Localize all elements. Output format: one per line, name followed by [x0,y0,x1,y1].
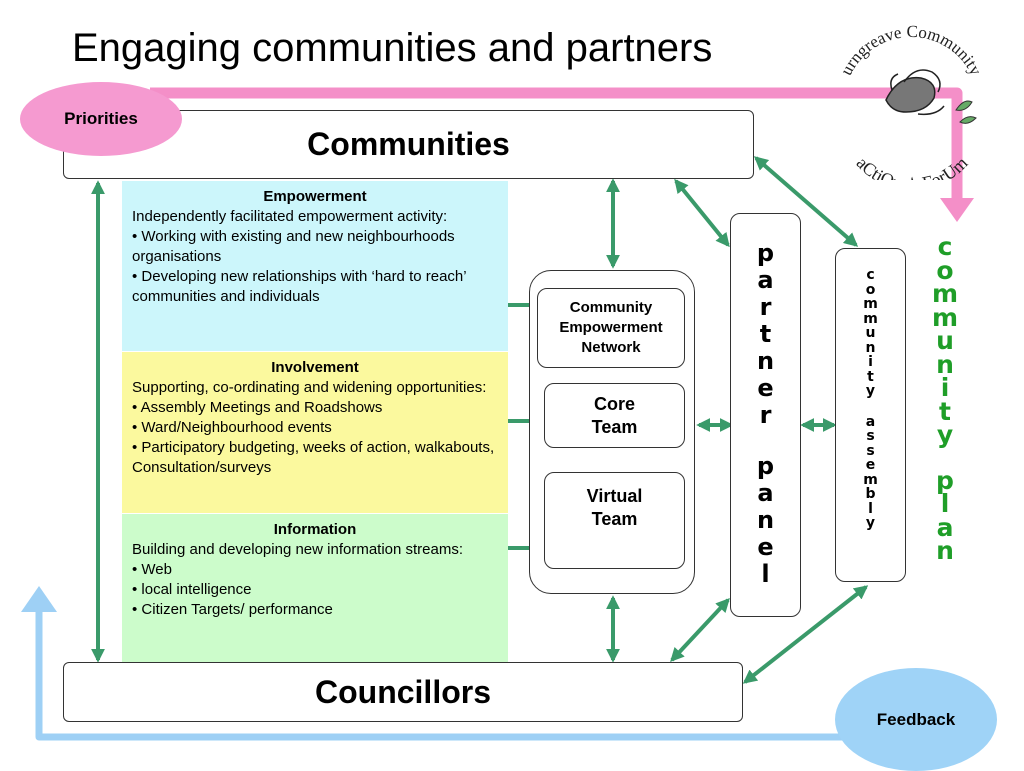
partner-panel-box [730,213,801,617]
empowerment-heading: Empowerment [263,188,367,205]
vertical-letter: u [936,326,954,355]
communities-label: Communities [307,126,510,162]
svg-text:urngreave Community: urngreave Community [837,22,986,79]
vertical-letter: t [867,368,874,385]
hands-icon [885,69,945,116]
vertical-letter: m [931,279,959,308]
councillors-bar: Councillors [63,662,743,722]
feedback-label: Feedback [876,709,956,729]
vertical-letter: a [865,413,876,430]
vertical-letter: i [868,354,873,370]
vertical-letter: p [756,239,775,267]
leaf-icon [955,100,977,124]
vertical-letter: n [936,349,954,379]
vertical-letter: a [757,266,774,294]
logo-bottom-text: aCtiOn ✯ ForUm [853,153,972,180]
vertical-letter: m [863,296,878,312]
priorities-label: Priorities [64,109,138,128]
core-team-label: Core Team [591,393,638,437]
involvement-line: • Ward/Neighbourhood events [132,419,332,436]
virtual-team-label: Virtual Team [586,486,643,529]
vertical-letter: u [865,325,876,341]
priorities-ellipse: Priorities [20,82,182,156]
empowerment-line: • Developing new relationships with ‘har… [132,268,467,305]
vertical-letter: c [937,232,953,261]
core-team-box: Core Team [544,383,685,448]
vertical-letter: t [759,320,772,348]
vertical-letter: p [756,452,775,480]
empowerment-line: Independently facilitated empowerment ac… [132,208,448,225]
vertical-letter: a [936,512,954,542]
vertical-letter: c [866,267,875,283]
vertical-letter: m [863,471,878,488]
logo-top-text: urngreave Community [837,22,986,79]
involvement-heading: Involvement [271,359,359,376]
feedback-ellipse: Feedback [835,668,997,771]
vertical-letter: a [757,479,774,507]
information-line: Building and developing new information … [132,541,464,558]
vertical-letter: n [756,347,775,375]
vertical-letter: y [936,420,954,449]
communities-partner-arrow [674,178,730,248]
vertical-letter: y [865,383,876,399]
vertical-letter: l [761,560,770,588]
councillors-partner-arrow [670,597,730,663]
empowerment-line: • Working with existing and new neighbou… [132,228,455,265]
vertical-letter: i [940,373,950,402]
information-heading: Information [273,521,357,538]
vertical-letter: t [939,396,951,426]
vertical-letter: o [936,255,954,285]
involvement-panel: Involvement Supporting, co-ordinating an… [122,352,508,513]
vertical-letter: e [757,533,774,561]
vertical-letter: e [757,374,774,402]
vertical-letter: o [865,281,876,298]
vertical-letter: e [865,457,876,473]
involvement-line: • Assembly Meetings and Roadshows [132,399,383,416]
priorities-flow-arrowhead [940,198,974,222]
vertical-letter: b [865,486,876,502]
svg-text:aCtiOn ✯ ForUm: aCtiOn ✯ ForUm [853,153,972,180]
page-title: Engaging communities and partners [72,26,713,70]
information-line: • Citizen Targets/ performance [132,601,333,618]
vertical-letter: l [940,489,950,518]
vertical-letter: n [936,536,954,565]
vertical-letter: n [756,506,775,534]
vertical-letter: s [866,442,875,459]
action-forum-logo: urngreave Community aCtiOn ✯ ForUm [837,22,986,180]
vertical-letter: r [759,293,772,321]
feedback-flow-arrowhead [21,586,57,612]
information-line: • Web [132,561,172,578]
community-empowerment-network-label: Community Empowerment Network [559,299,663,356]
vertical-letter: p [936,465,954,495]
involvement-line: • Participatory budgeting, weeks of acti… [132,439,495,476]
vertical-letter: s [866,428,875,444]
vertical-letter: n [865,339,876,356]
community-empowerment-network-box: Community Empowerment Network [537,288,685,368]
involvement-line: Supporting, co-ordinating and widening o… [132,379,487,396]
information-panel: Information Building and developing new … [122,514,508,662]
vertical-letter: r [759,401,772,429]
vertical-letter: m [863,310,878,327]
information-line: • local intelligence [132,581,252,598]
vertical-letter: m [931,302,959,332]
empowerment-panel: Empowerment Independently facilitated em… [122,181,508,351]
vertical-letter: y [865,515,876,531]
councillors-label: Councillors [314,673,491,710]
virtual-team-box: Virtual Team [544,472,685,569]
community-assembly-box [835,248,906,582]
vertical-letter: l [868,500,873,517]
